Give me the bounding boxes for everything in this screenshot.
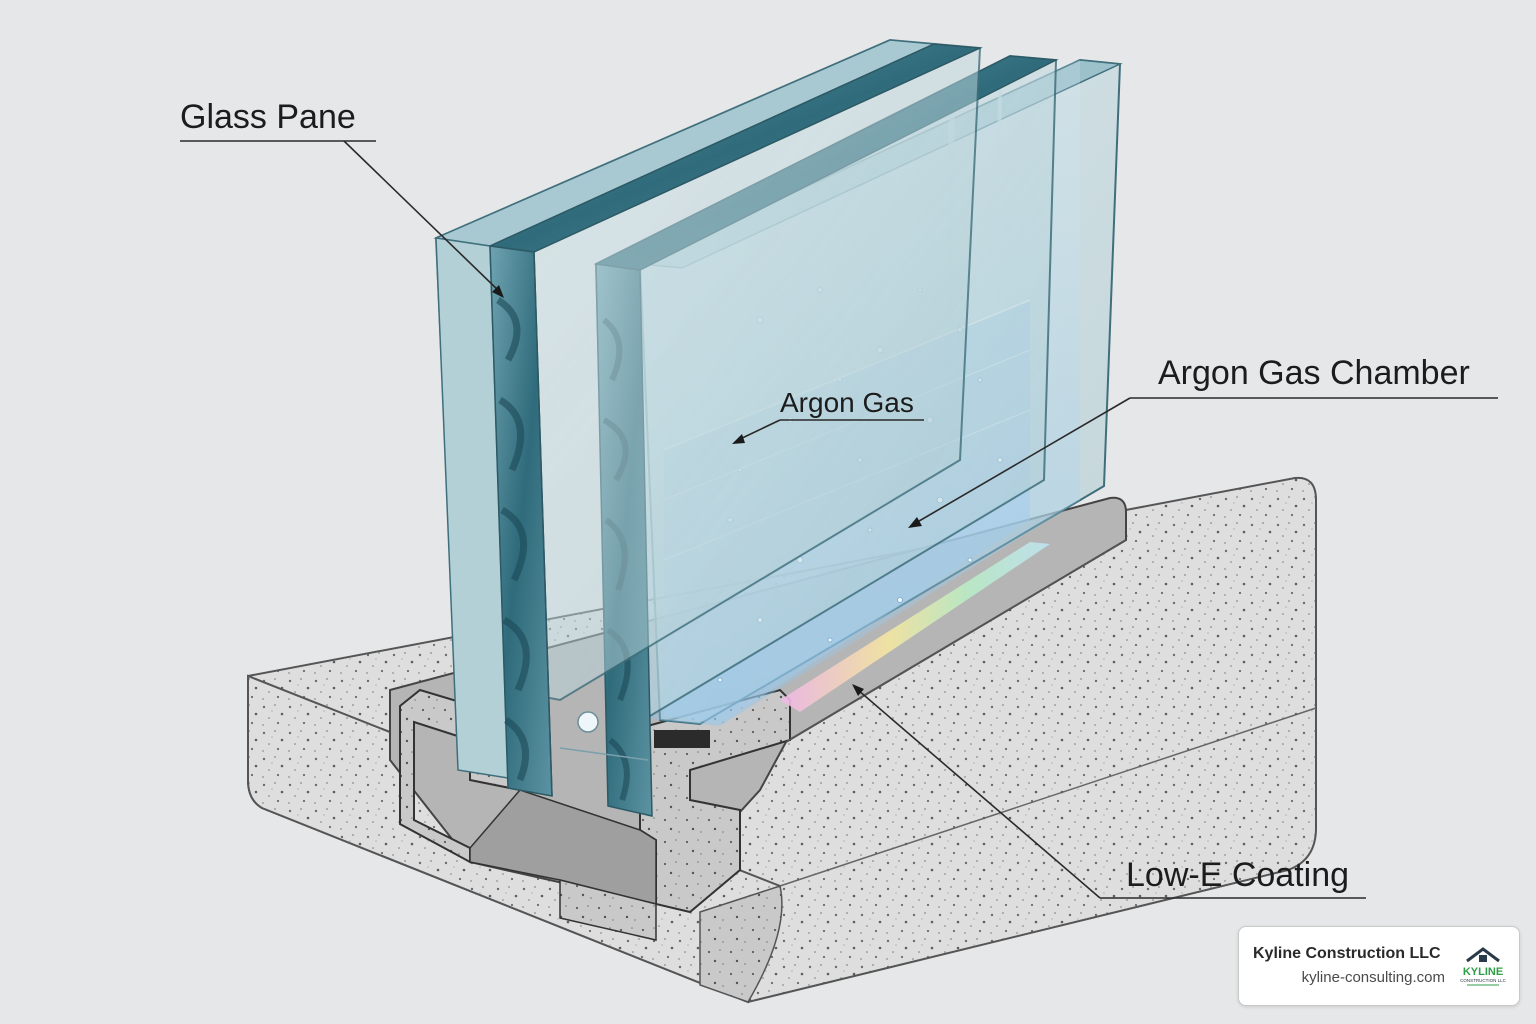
glass-pane-front [433, 38, 983, 797]
spacer-bead [559, 711, 649, 761]
callout-low-e-coating: Low-E Coating [852, 684, 1366, 899]
argon-gas-label: Argon Gas [780, 387, 914, 418]
logo-wordmark: KYLINE [1463, 966, 1503, 978]
glass-pane-label: Glass Pane [180, 98, 356, 136]
company-name: Kyline Construction LLC [1253, 945, 1441, 962]
low-e-coating-label: Low-E Coating [1126, 856, 1349, 894]
logo-subtext: CONSTRUCTION LLC [1460, 978, 1507, 983]
company-website[interactable]: kyline-consulting.com [1301, 969, 1445, 986]
callout-argon-gas-chamber: Argon Gas Chamber [908, 354, 1498, 528]
argon-gas-chamber-label: Argon Gas Chamber [1158, 354, 1470, 392]
brand-card: Kyline Construction LLC kyline-consultin… [1238, 926, 1520, 1006]
kyline-logo-icon: KYLINE CONSTRUCTION LLC [1460, 947, 1507, 986]
low-e-coating-strip [780, 542, 1050, 712]
callout-glass-pane: Glass Pane [180, 98, 504, 298]
callout-argon-gas: Argon Gas [732, 387, 924, 444]
